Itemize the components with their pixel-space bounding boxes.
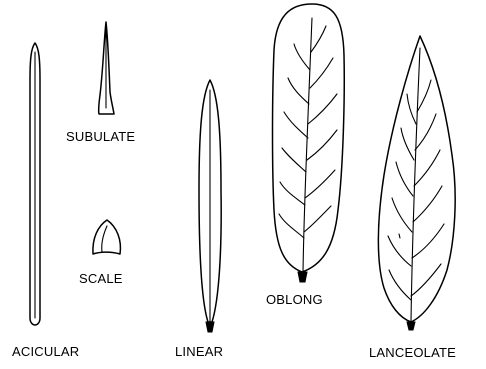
acicular-label: ACICULAR [12, 344, 79, 359]
acicular-leaf [30, 43, 40, 325]
subulate-label: SUBULATE [66, 129, 135, 144]
linear-label: LINEAR [175, 344, 223, 359]
lanceolate-leaf [378, 36, 455, 330]
scale-leaf [93, 220, 121, 254]
scale-label: SCALE [79, 271, 123, 286]
lanceolate-label: LANCEOLATE [369, 345, 456, 360]
subulate-leaf [99, 22, 114, 114]
linear-leaf [199, 80, 221, 332]
oblong-label: OBLONG [266, 292, 323, 307]
oblong-leaf [273, 4, 345, 282]
